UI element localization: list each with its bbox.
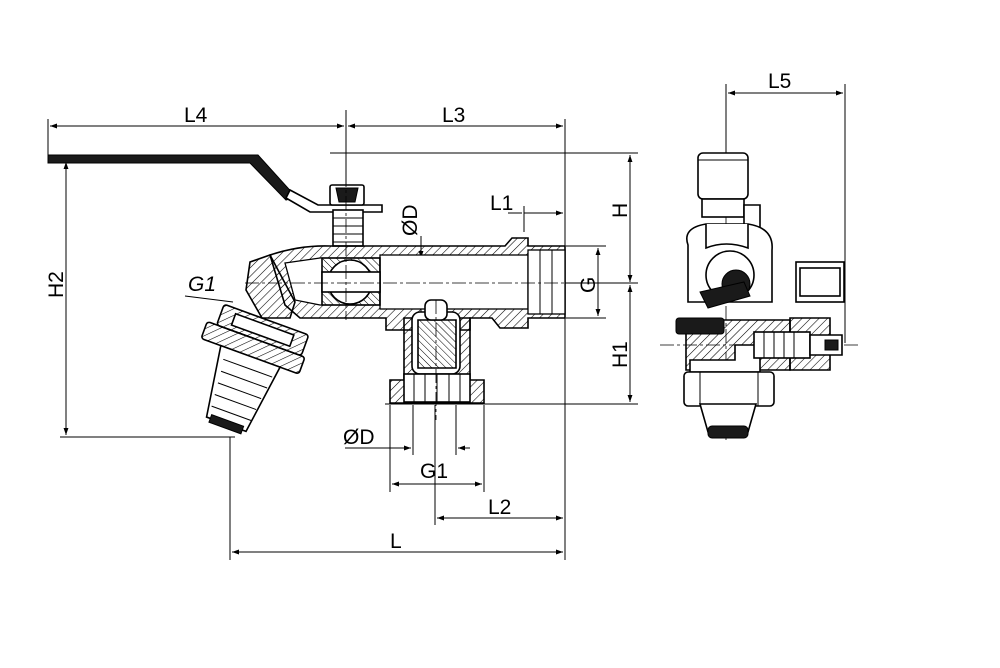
label-H2: H2 <box>45 271 68 298</box>
label-OD-bottom: ØD <box>343 426 375 449</box>
label-H: H <box>609 203 632 218</box>
label-G1-bottom: G1 <box>420 460 448 483</box>
dimension-labels: L4 L3 L5 L1 L2 L G1 ØD G1 H H1 H2 G ØD <box>45 70 791 553</box>
label-L5: L5 <box>768 70 791 93</box>
label-L1: L1 <box>490 192 513 215</box>
label-G: G <box>577 277 600 293</box>
label-L3: L3 <box>442 104 465 127</box>
label-L2: L2 <box>488 496 511 519</box>
label-L4: L4 <box>184 104 208 127</box>
label-H1: H1 <box>609 341 632 368</box>
label-OD-vertical: ØD <box>399 205 422 237</box>
front-view-valve <box>47 154 566 435</box>
side-view-valve <box>675 152 845 439</box>
label-G1-side: G1 <box>188 273 216 296</box>
label-L: L <box>390 530 402 553</box>
